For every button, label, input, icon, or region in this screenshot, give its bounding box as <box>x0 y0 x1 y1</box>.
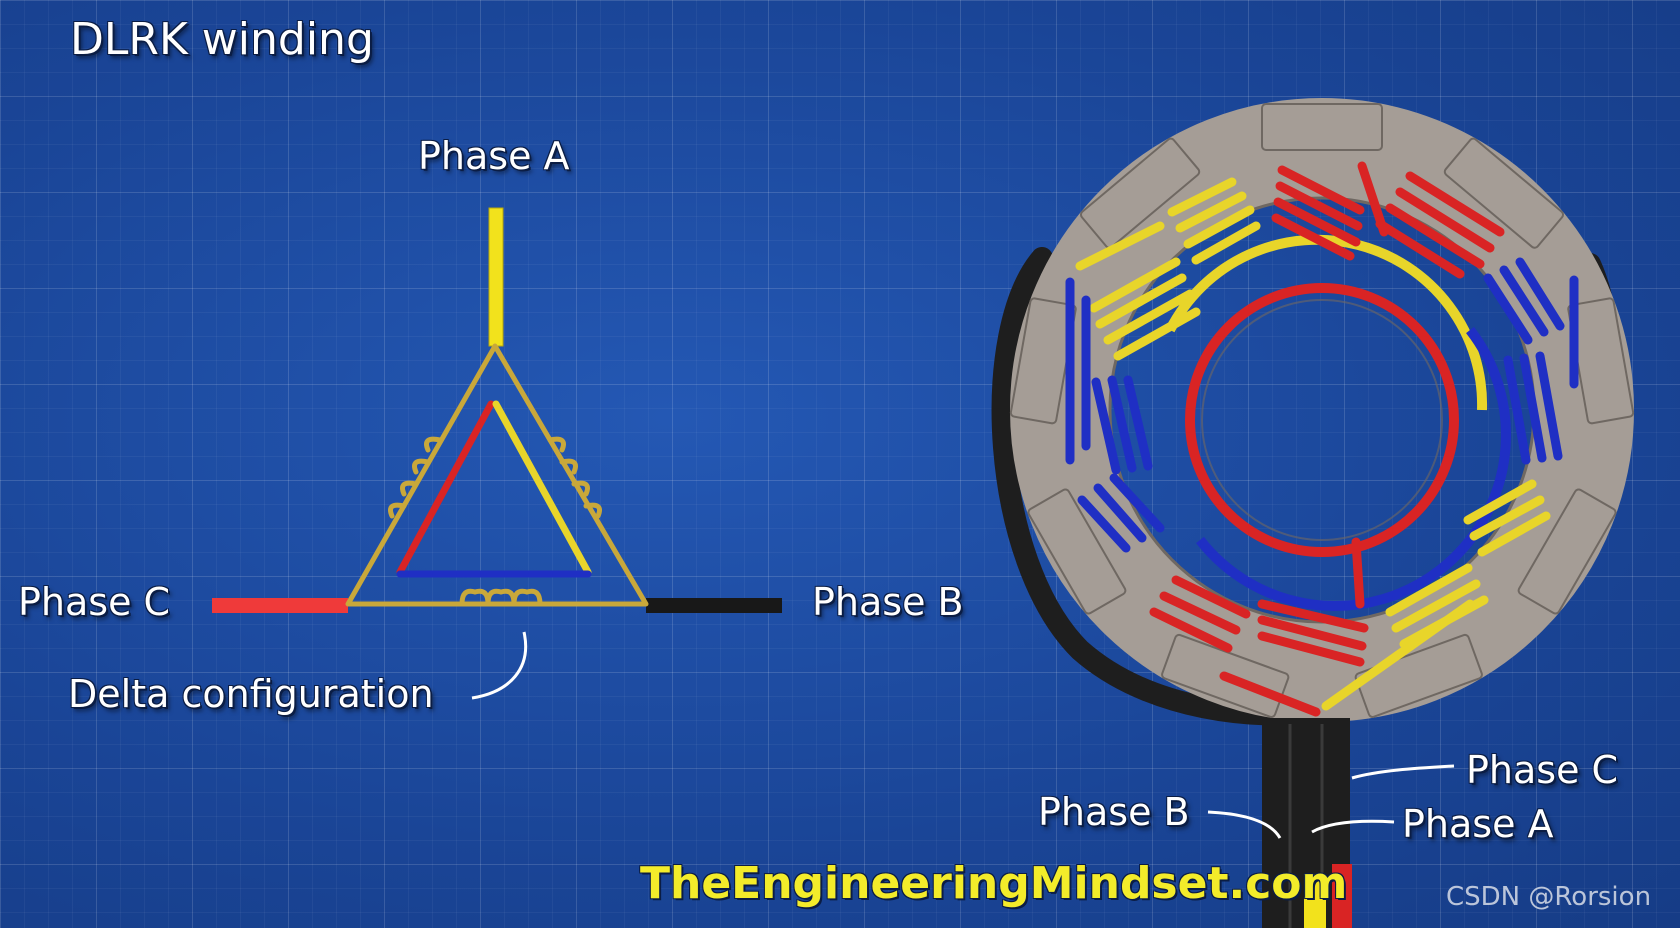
coil-bottom <box>459 588 543 607</box>
stator-teeth <box>1009 103 1635 718</box>
coil-right <box>547 436 602 519</box>
page-title: DLRK winding <box>70 14 374 65</box>
red-coil-bottom <box>1149 537 1369 717</box>
motor-phase-c-label: Phase C <box>1466 748 1619 792</box>
motor-diagram <box>991 98 1635 928</box>
delta-phase-a-label: Phase A <box>418 134 570 178</box>
inner-yellow-side <box>492 400 592 576</box>
inner-red-ring <box>1185 283 1459 557</box>
delta-configuration-label: Delta configuration <box>68 672 434 716</box>
motor-phase-b-label: Phase B <box>1038 790 1190 834</box>
watermark: CSDN @Rorsion <box>1446 882 1652 912</box>
motor-phase-a-label: Phase A <box>1402 802 1554 846</box>
inner-blue-ring <box>1196 326 1511 611</box>
yellow-coil-lower-right <box>1321 479 1551 711</box>
rotor-bore <box>1201 299 1443 541</box>
blue-coil-right <box>1483 257 1579 465</box>
red-coil-top <box>1271 161 1505 279</box>
inner-red-side <box>396 400 495 576</box>
delta-frame <box>345 343 649 607</box>
blue-coil-left <box>1065 277 1165 553</box>
delta-phase-b-label: Phase B <box>812 580 964 624</box>
callout-phase-a <box>1311 819 1395 834</box>
coil-left <box>388 436 443 519</box>
callout-phase-b <box>1207 810 1282 839</box>
inner-yellow-ring <box>1165 234 1488 411</box>
phase-c-lead <box>212 598 348 613</box>
delta-diagram <box>212 207 782 700</box>
lead-yellow <box>1304 874 1326 928</box>
delta-callout-line <box>471 631 527 700</box>
callout-phase-c <box>1351 764 1455 780</box>
yellow-coil-upper-left <box>1075 177 1261 361</box>
phase-a-lead <box>488 207 504 347</box>
website-link[interactable]: TheEngineeringMindset.com <box>640 858 1348 909</box>
phase-b-lead <box>646 598 782 613</box>
lead-red <box>1332 864 1352 928</box>
delta-phase-c-label: Phase C <box>18 580 171 624</box>
